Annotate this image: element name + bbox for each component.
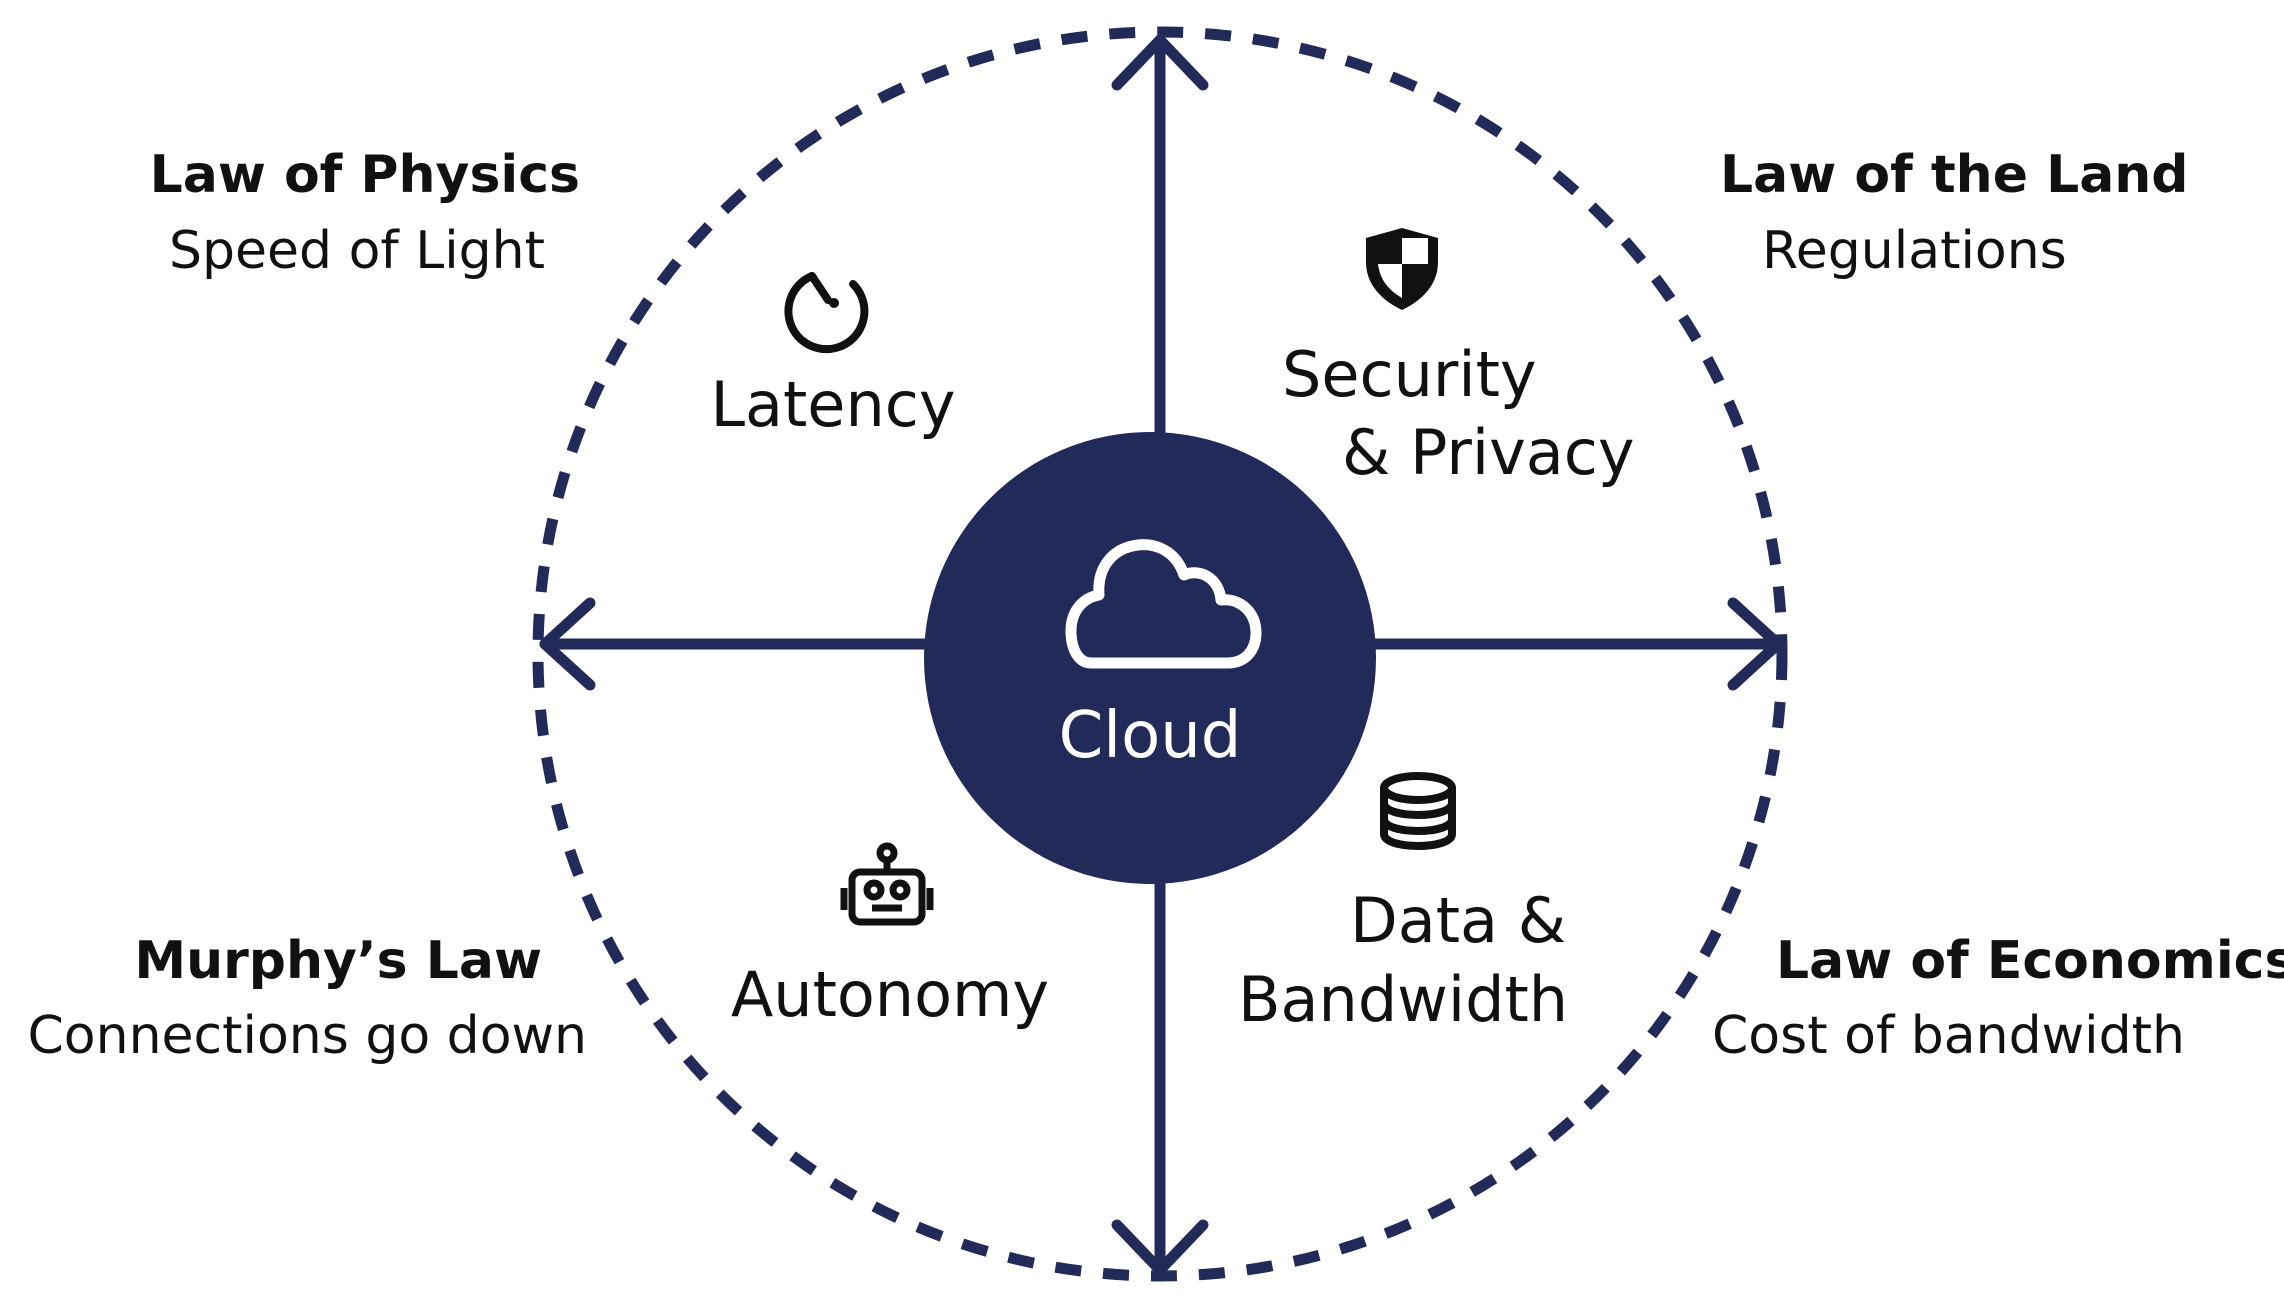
law-physics-title: Law of Physics [150, 145, 580, 205]
robot-icon [840, 842, 934, 926]
arrow-down-head [1111, 1219, 1209, 1276]
security-label-line1: Security [1282, 338, 1537, 411]
shield-icon [1366, 228, 1438, 310]
arrow-up-head [1111, 34, 1209, 91]
arrow-right-head [1727, 597, 1784, 691]
law-land-title: Law of the Land [1720, 145, 2189, 205]
law-physics-subtitle: Speed of Light [169, 221, 545, 281]
law-murphy-title: Murphy’s Law [134, 931, 542, 991]
autonomy-label: Autonomy [731, 958, 1049, 1031]
security-label-line2: & Privacy [1342, 416, 1635, 489]
law-land-subtitle: Regulations [1762, 221, 2067, 281]
data-label-line2: Bandwidth [1238, 963, 1568, 1036]
law-economics-subtitle: Cost of bandwidth [1712, 1006, 2185, 1066]
law-murphy-subtitle: Connections go down [27, 1006, 587, 1066]
center-label: Cloud [1059, 699, 1242, 773]
latency-label: Latency [710, 368, 955, 441]
data-label-line1: Data & [1350, 884, 1566, 957]
boundary-dashed-circle [532, 26, 1788, 1282]
database-icon [1380, 772, 1456, 850]
law-economics-title: Law of Economics [1776, 931, 2284, 991]
arrow-left-head [539, 597, 596, 691]
stopwatch-icon [784, 272, 869, 354]
cloud-icon [1065, 539, 1262, 669]
